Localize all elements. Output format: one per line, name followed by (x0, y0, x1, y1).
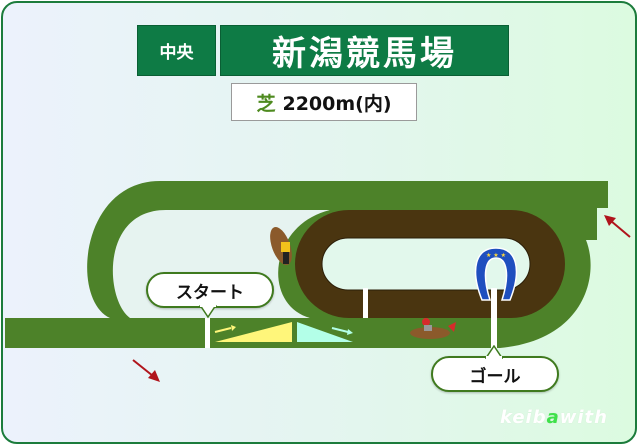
goal-label-text: ゴール (469, 366, 521, 387)
start-marker-label: スタート (146, 272, 274, 308)
goal-bubble-pointer (485, 345, 503, 359)
racecourse-title: 新潟競馬場 (220, 25, 509, 76)
goal-marker-label: ゴール (431, 356, 559, 392)
svg-text:★ ★ ★: ★ ★ ★ (486, 252, 506, 259)
start-label-text: スタート (176, 282, 244, 303)
horse-jockey-red-icon (410, 318, 456, 339)
surface-label: 芝 (256, 92, 276, 115)
racecourse-name: 新潟競馬場 (272, 34, 457, 74)
dirt-track (295, 210, 565, 318)
keibawith-logo: keibawith (500, 407, 608, 428)
logo-suffix: with (559, 407, 608, 428)
horseshoe-icon: ★ ★ ★ (474, 247, 518, 301)
uphill-slope-icon (214, 322, 292, 342)
start-bubble-pointer (199, 305, 217, 319)
start-pole (205, 318, 210, 348)
logo-accent: a (546, 407, 560, 428)
downhill-slope-icon (297, 322, 353, 342)
horse-jockey-yellow-icon (270, 226, 292, 266)
logo-prefix: keib (500, 407, 547, 428)
arrow-down-right-icon (132, 359, 160, 382)
goal-pole (491, 288, 497, 348)
arrow-up-left-icon (604, 215, 631, 238)
race-condition-box: 芝 2200m(内) (231, 83, 417, 121)
dirt-start-pole (363, 288, 368, 318)
distance-label: 2200m(内) (282, 92, 392, 115)
category-label: 中央 (159, 43, 194, 63)
category-badge: 中央 (137, 25, 216, 76)
